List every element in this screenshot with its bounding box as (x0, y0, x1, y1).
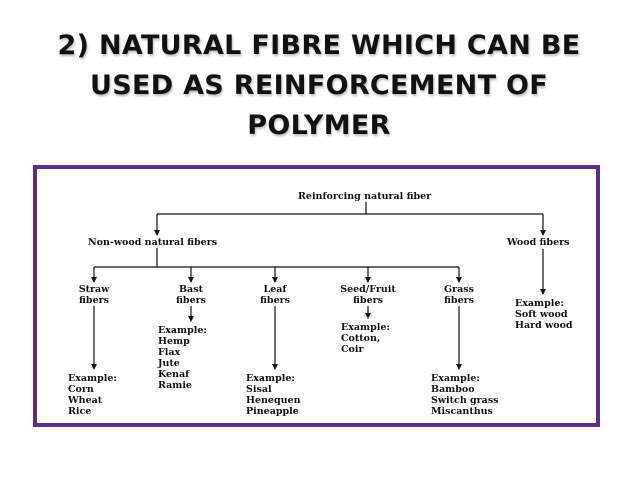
diagram-frame (33, 165, 600, 427)
root-label: Reinforcing natural fiber (298, 191, 432, 202)
slide-title-line-1: 2) NATURAL FIBRE WHICH CAN BE (57, 30, 581, 61)
wood-label: Wood fibers (507, 237, 570, 248)
non-wood-label: Non-wood natural fibers (88, 237, 218, 248)
straw-example: Example: Corn Wheat Rice (68, 373, 117, 417)
slide-title-line-3: POLYMER (247, 110, 391, 141)
seed-fruit-example: Example: Cotton, Coir (341, 322, 390, 355)
grass-example: Example: Bamboo Switch grass Miscanthus (431, 373, 499, 417)
wood-example: Example: Soft wood Hard wood (515, 298, 573, 331)
leaf-example: Example: Sisal Henequen Pineapple (246, 373, 301, 417)
bast-example: Example: Hemp Flax Jute Kenaf Ramie (158, 325, 207, 391)
slide-title-line-2: USED AS REINFORCEMENT OF (89, 70, 548, 101)
